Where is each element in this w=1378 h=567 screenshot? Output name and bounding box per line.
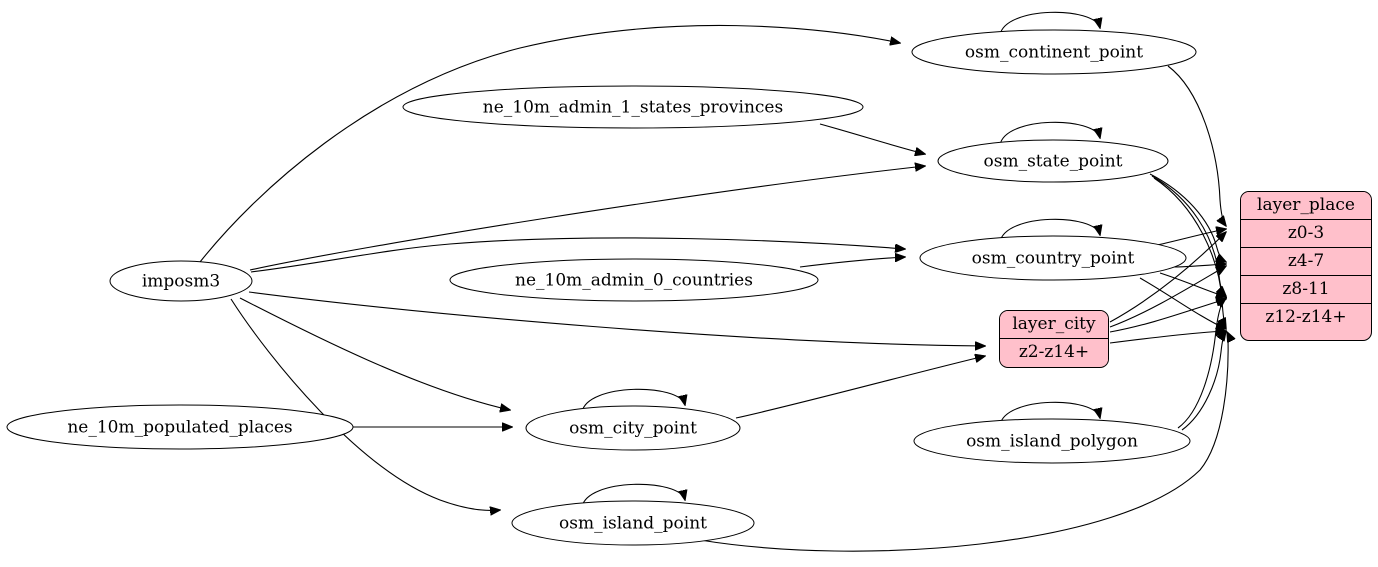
- edge-imposm3-to-osm_continent_point: [199, 24, 900, 263]
- layer-city-row-z2-z14plus[interactable]: z2-z14+: [1000, 339, 1108, 366]
- edge-osm_island_polygon-to-layer_place-z12_z14: [1181, 331, 1226, 431]
- node-osm-country-point[interactable]: osm_country_point: [919, 235, 1187, 281]
- edge-self-loop-osm_state_point: [999, 121, 1100, 146]
- node-ne-10m-admin-0-countries[interactable]: ne_10m_admin_0_countries: [449, 258, 819, 302]
- record-node-layer-place[interactable]: layer_place z0-3 z4-7 z8-11 z12-z14+: [1240, 191, 1372, 341]
- node-osm-island-polygon[interactable]: osm_island_polygon: [913, 418, 1191, 464]
- record-node-layer-city[interactable]: layer_city z2-z14+: [999, 310, 1109, 368]
- node-label-ne-populated: ne_10m_populated_places: [67, 418, 292, 438]
- edge-imposm3-to-osm_state_point: [249, 166, 925, 271]
- node-label-osm-continent-point: osm_continent_point: [965, 43, 1143, 63]
- edge-self-loop-osm_island_point: [581, 483, 685, 508]
- node-label-osm-island-polygon: osm_island_polygon: [966, 432, 1138, 452]
- edge-self-loop-osm_island_polygon: [999, 401, 1100, 426]
- edge-ne_countries-to-osm_country_point: [799, 257, 905, 268]
- edge-osm_city_point-to-layer_city: [735, 356, 985, 419]
- layer-place-row-z8-11[interactable]: z8-11: [1241, 276, 1371, 304]
- edge-imposm3-to-layer_city: [248, 291, 985, 346]
- node-label-osm-city-point: osm_city_point: [569, 419, 697, 439]
- edge-imposm3-to-osm_city_point: [239, 297, 510, 410]
- node-label-osm-state-point: osm_state_point: [984, 152, 1123, 172]
- edge-imposm3-to-osm_country_point: [250, 237, 905, 273]
- edge-ne_states-to-osm_state_point: [819, 123, 925, 154]
- edge-osm_state_point-to-layer_place-z4_7: [1149, 173, 1226, 262]
- edge-self-loop-osm_city_point: [581, 388, 685, 413]
- node-ne-10m-populated-places[interactable]: ne_10m_populated_places: [6, 404, 354, 450]
- node-label-osm-island-point: osm_island_point: [559, 514, 707, 534]
- edge-imposm3-to-osm_island_point: [230, 298, 500, 510]
- edges-group: [199, 11, 1228, 552]
- edge-self-loop-osm_continent_point: [999, 11, 1100, 36]
- nodes-group: imposm3 ne_10m_admin_1_states_provinces …: [6, 29, 1197, 546]
- edge-layer_city-to-layer_place-z4_7: [1109, 266, 1226, 328]
- node-osm-state-point[interactable]: osm_state_point: [937, 139, 1169, 183]
- edge-layer_city-to-layer_place-z12_z14: [1109, 331, 1226, 344]
- edge-osm_continent_point-to-layer_place-z0_3: [1167, 65, 1226, 226]
- edge-osm_country_point-to-layer_place-z0_3: [1152, 229, 1226, 247]
- node-label-ne-states: ne_10m_admin_1_states_provinces: [483, 98, 783, 118]
- edge-osm_island_point-to-layer_place-z12_z14: [699, 332, 1228, 552]
- edge-osm_country_point-to-layer_place-z8_11: [1159, 272, 1226, 297]
- node-osm-island-point[interactable]: osm_island_point: [511, 500, 755, 546]
- edge-osm_island_polygon-to-layer_place-z8_11: [1177, 298, 1226, 429]
- layer-place-row-z12-z14plus[interactable]: z12-z14+: [1241, 304, 1371, 331]
- edge-osm_state_point-to-layer_place-z8_11: [1151, 175, 1226, 296]
- layer-place-row-z4-7[interactable]: z4-7: [1241, 248, 1371, 276]
- node-imposm3[interactable]: imposm3: [109, 260, 253, 302]
- layer-place-row-z0-3[interactable]: z0-3: [1241, 220, 1371, 248]
- node-osm-continent-point[interactable]: osm_continent_point: [911, 29, 1197, 75]
- layer-city-title: layer_city: [1000, 311, 1108, 339]
- node-label-imposm3: imposm3: [142, 272, 220, 292]
- edge-layer_city-to-layer_place-z8_11: [1109, 299, 1226, 333]
- edge-layer_city-to-layer_place-z0_3: [1109, 232, 1226, 323]
- node-ne-10m-admin-1-states-provinces[interactable]: ne_10m_admin_1_states_provinces: [402, 85, 864, 129]
- node-label-osm-country-point: osm_country_point: [972, 249, 1135, 269]
- node-label-ne-countries: ne_10m_admin_0_countries: [515, 271, 753, 291]
- node-osm-city-point[interactable]: osm_city_point: [525, 405, 741, 451]
- edge-self-loop-osm_country_point: [999, 218, 1100, 243]
- layer-place-title: layer_place: [1241, 192, 1371, 220]
